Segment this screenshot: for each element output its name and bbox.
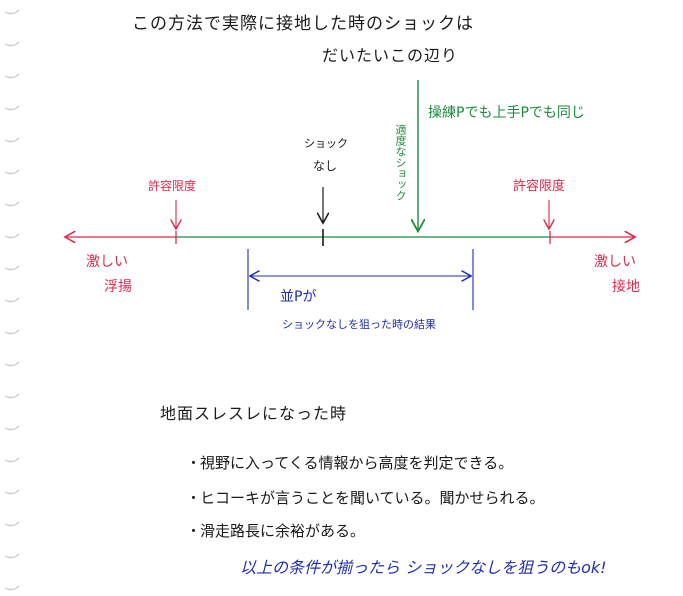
bullet-2: ・ヒコーキが言うことを聞いている。聞かせられる。 <box>186 487 545 508</box>
left-limit-label: 許容限度 <box>148 179 197 193</box>
right-end-line-1: 激しい <box>594 254 636 270</box>
left-end-line-2: 浮揚 <box>104 279 132 295</box>
right-limit-label: 許容限度 <box>513 179 566 194</box>
bullet-dot: ・ <box>186 522 202 540</box>
bullet-1: ・視野に入ってくる情報から高度を判定できる。 <box>186 452 513 473</box>
no-shock-line-1: ショック <box>304 137 348 150</box>
axis <box>66 229 634 246</box>
header-line-2: だいたいこの辺り <box>322 46 459 65</box>
bullet-dot: ・ <box>186 489 202 507</box>
bullet-dot: ・ <box>186 454 202 472</box>
conclusion: 以上の条件が揃ったら ショックなしを狙うのもok! <box>240 558 607 577</box>
blue-caption: ショックなしを狙った時の結果 <box>282 318 436 331</box>
blue-range-label: 並Pが <box>280 289 317 305</box>
green-note: 操練Pでも上手Pでも同じ <box>428 105 585 121</box>
left-end-line-1: 激しい <box>86 254 128 270</box>
bullet-2-text: ヒコーキが言うことを聞いている。聞かせられる。 <box>200 489 545 507</box>
bullet-3-text: 滑走路長に余裕がある。 <box>200 522 366 540</box>
green-vertical-label: 適度なショック <box>394 124 407 201</box>
margin-holes <box>4 9 20 591</box>
header-line-1: この方法で実際に接地した時のショックは <box>132 14 474 34</box>
bullet-3: ・滑走路長に余裕がある。 <box>186 520 365 541</box>
bullet-1-text: 視野に入ってくる情報から高度を判定できる。 <box>200 454 514 472</box>
no-shock-line-2: なし <box>313 159 338 173</box>
notes-title: 地面スレスレになった時 <box>160 404 348 423</box>
right-end-line-2: 接地 <box>612 279 640 295</box>
